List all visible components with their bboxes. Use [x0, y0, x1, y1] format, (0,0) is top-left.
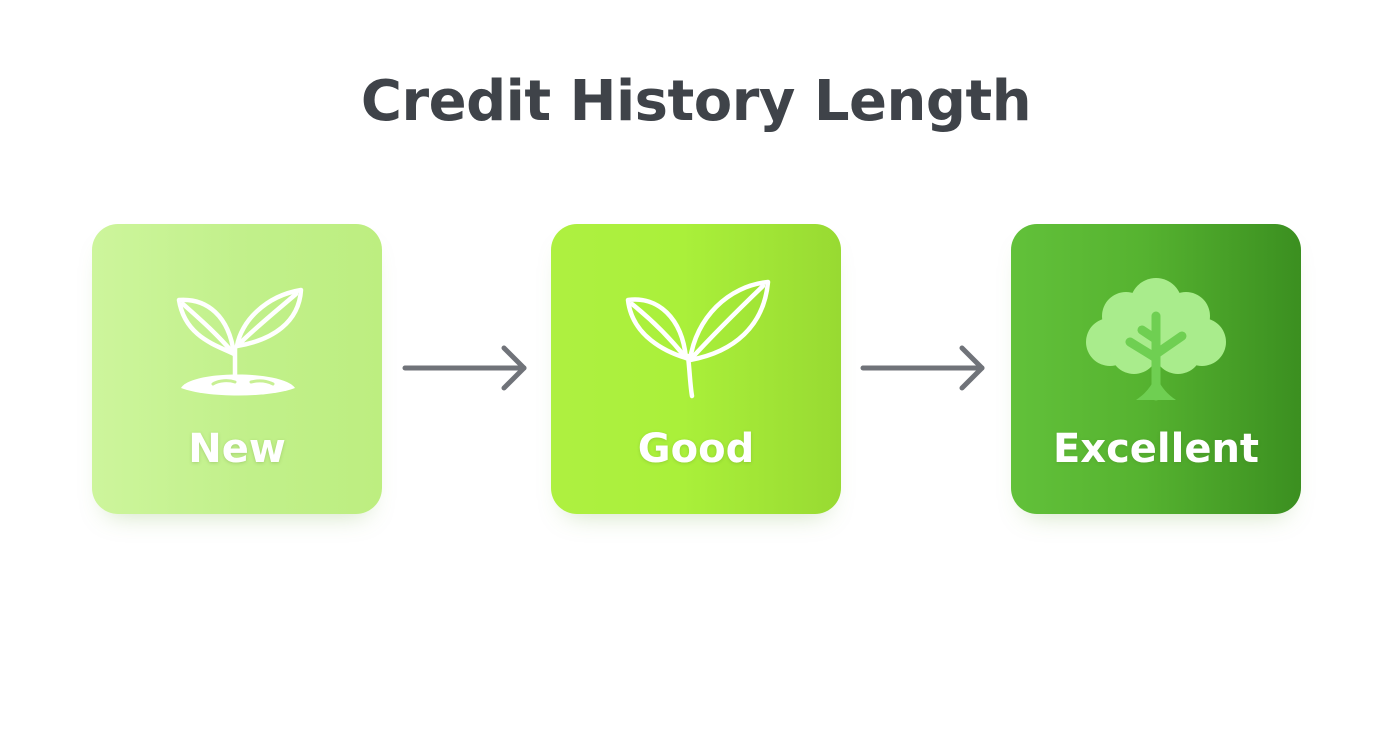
diagram-title: Credit History Length — [360, 69, 1032, 134]
stage-label-good: Good — [637, 426, 755, 472]
tree-icon — [1086, 278, 1226, 401]
sprout-icon — [176, 287, 304, 396]
arrow-right-icon — [858, 340, 988, 396]
stage-label-new: New — [188, 426, 286, 472]
stage-card-excellent: Excellent — [1011, 224, 1301, 514]
leaves-icon — [625, 279, 771, 399]
stage-label-excellent: Excellent — [1052, 426, 1260, 472]
stage-card-new: New — [92, 224, 382, 514]
arrow-right-icon — [400, 340, 530, 396]
stage-card-good: Good — [551, 224, 841, 514]
